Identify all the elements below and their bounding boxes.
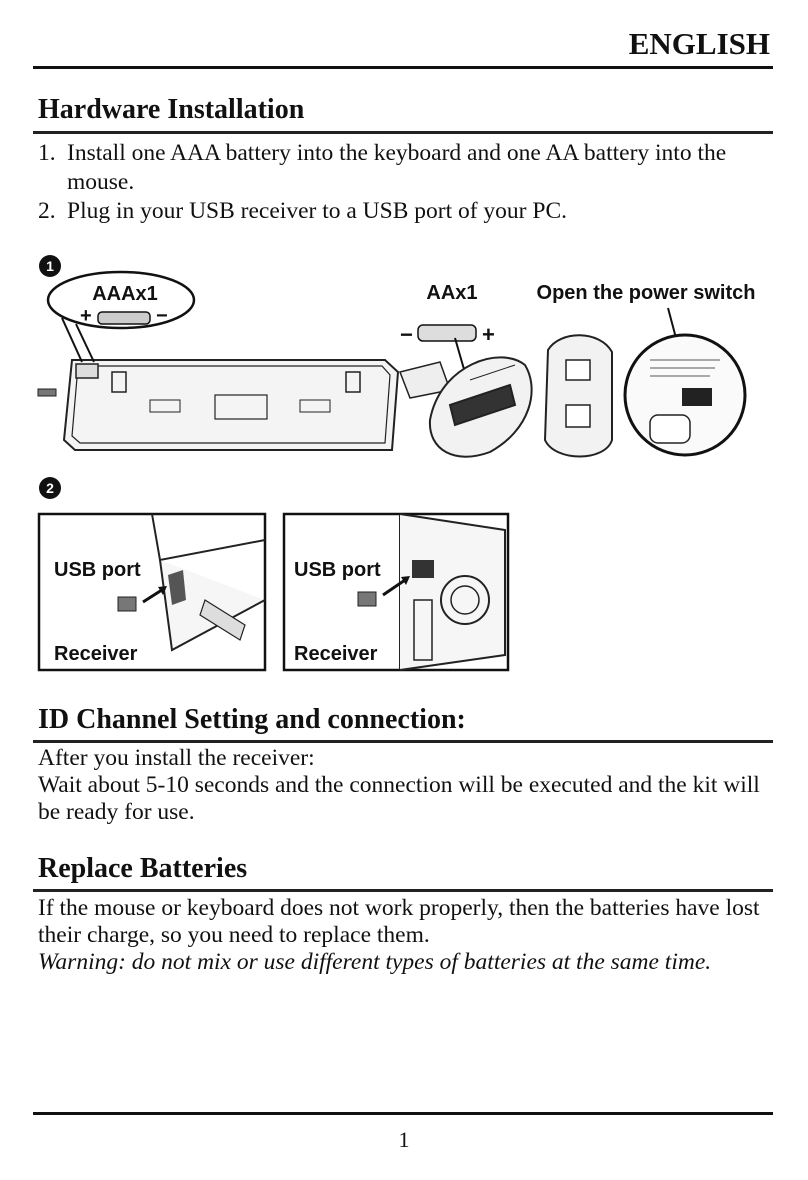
svg-text:−: − [156, 305, 168, 327]
step-2-text: Plug in your USB receiver to a USB port … [67, 198, 567, 224]
step-2-number: 2. [38, 198, 56, 224]
id-channel-heading-rule [33, 740, 773, 743]
svg-text:1: 1 [46, 258, 54, 274]
replace-batteries-heading-rule [33, 889, 773, 892]
replace-batteries-heading: Replace Batteries [38, 853, 248, 884]
hardware-steps: 1. Install one AAA battery into the keyb… [38, 139, 768, 226]
desktop-usb-panel: USB port Receiver [282, 512, 510, 672]
step-1-badge: 1 [39, 255, 61, 277]
replace-batteries-text: If the mouse or keyboard does not work p… [38, 895, 760, 948]
step-1-text: Install one AAA battery into the keyboar… [67, 140, 727, 195]
keyboard-illustration [37, 359, 400, 451]
replace-batteries-body: If the mouse or keyboard does not work p… [38, 895, 768, 976]
mouse-bottom-illustration [428, 356, 533, 458]
svg-text:Receiver: Receiver [294, 643, 378, 665]
hardware-heading-rule [33, 131, 773, 134]
svg-text:Receiver: Receiver [54, 643, 138, 665]
step-2-badge: 2 [39, 477, 61, 499]
installation-illustration: 1 AAAx1 + − AAx1 − + Open the p [37, 255, 756, 672]
svg-text:Open the power switch: Open the power switch [537, 282, 756, 304]
id-channel-line-1: After you install the receiver: [38, 745, 315, 771]
aaa-battery-callout: AAAx1 + − [46, 270, 196, 363]
id-channel-heading: ID Channel Setting and connection: [38, 704, 466, 735]
svg-text:AAAx1: AAAx1 [92, 283, 158, 305]
power-switch-illustration: Open the power switch [537, 282, 756, 458]
svg-text:USB port: USB port [294, 559, 381, 581]
step-1-number: 1. [38, 140, 56, 166]
svg-text:+: + [482, 322, 495, 347]
battery-warning: Warning: do not mix or use different typ… [38, 949, 712, 975]
svg-text:AAx1: AAx1 [426, 282, 477, 304]
header-rule [33, 66, 773, 69]
hardware-heading: Hardware Installation [38, 94, 305, 125]
svg-text:2: 2 [46, 480, 54, 496]
id-channel-body: After you install the receiver: Wait abo… [38, 745, 768, 826]
id-channel-line-2: Wait about 5-10 seconds and the connecti… [38, 772, 760, 825]
aa-battery-illustration: AAx1 − + [398, 282, 495, 419]
language-label: ENGLISH [628, 26, 770, 61]
svg-text:USB port: USB port [54, 559, 141, 581]
step-2: 2. Plug in your USB receiver to a USB po… [38, 197, 768, 226]
page-number: 1 [398, 1127, 410, 1152]
laptop-usb-panel: USB port Receiver [37, 512, 267, 672]
svg-text:+: + [80, 305, 92, 327]
footer-rule [33, 1112, 773, 1115]
svg-text:−: − [400, 322, 413, 347]
step-1: 1. Install one AAA battery into the keyb… [38, 139, 768, 197]
